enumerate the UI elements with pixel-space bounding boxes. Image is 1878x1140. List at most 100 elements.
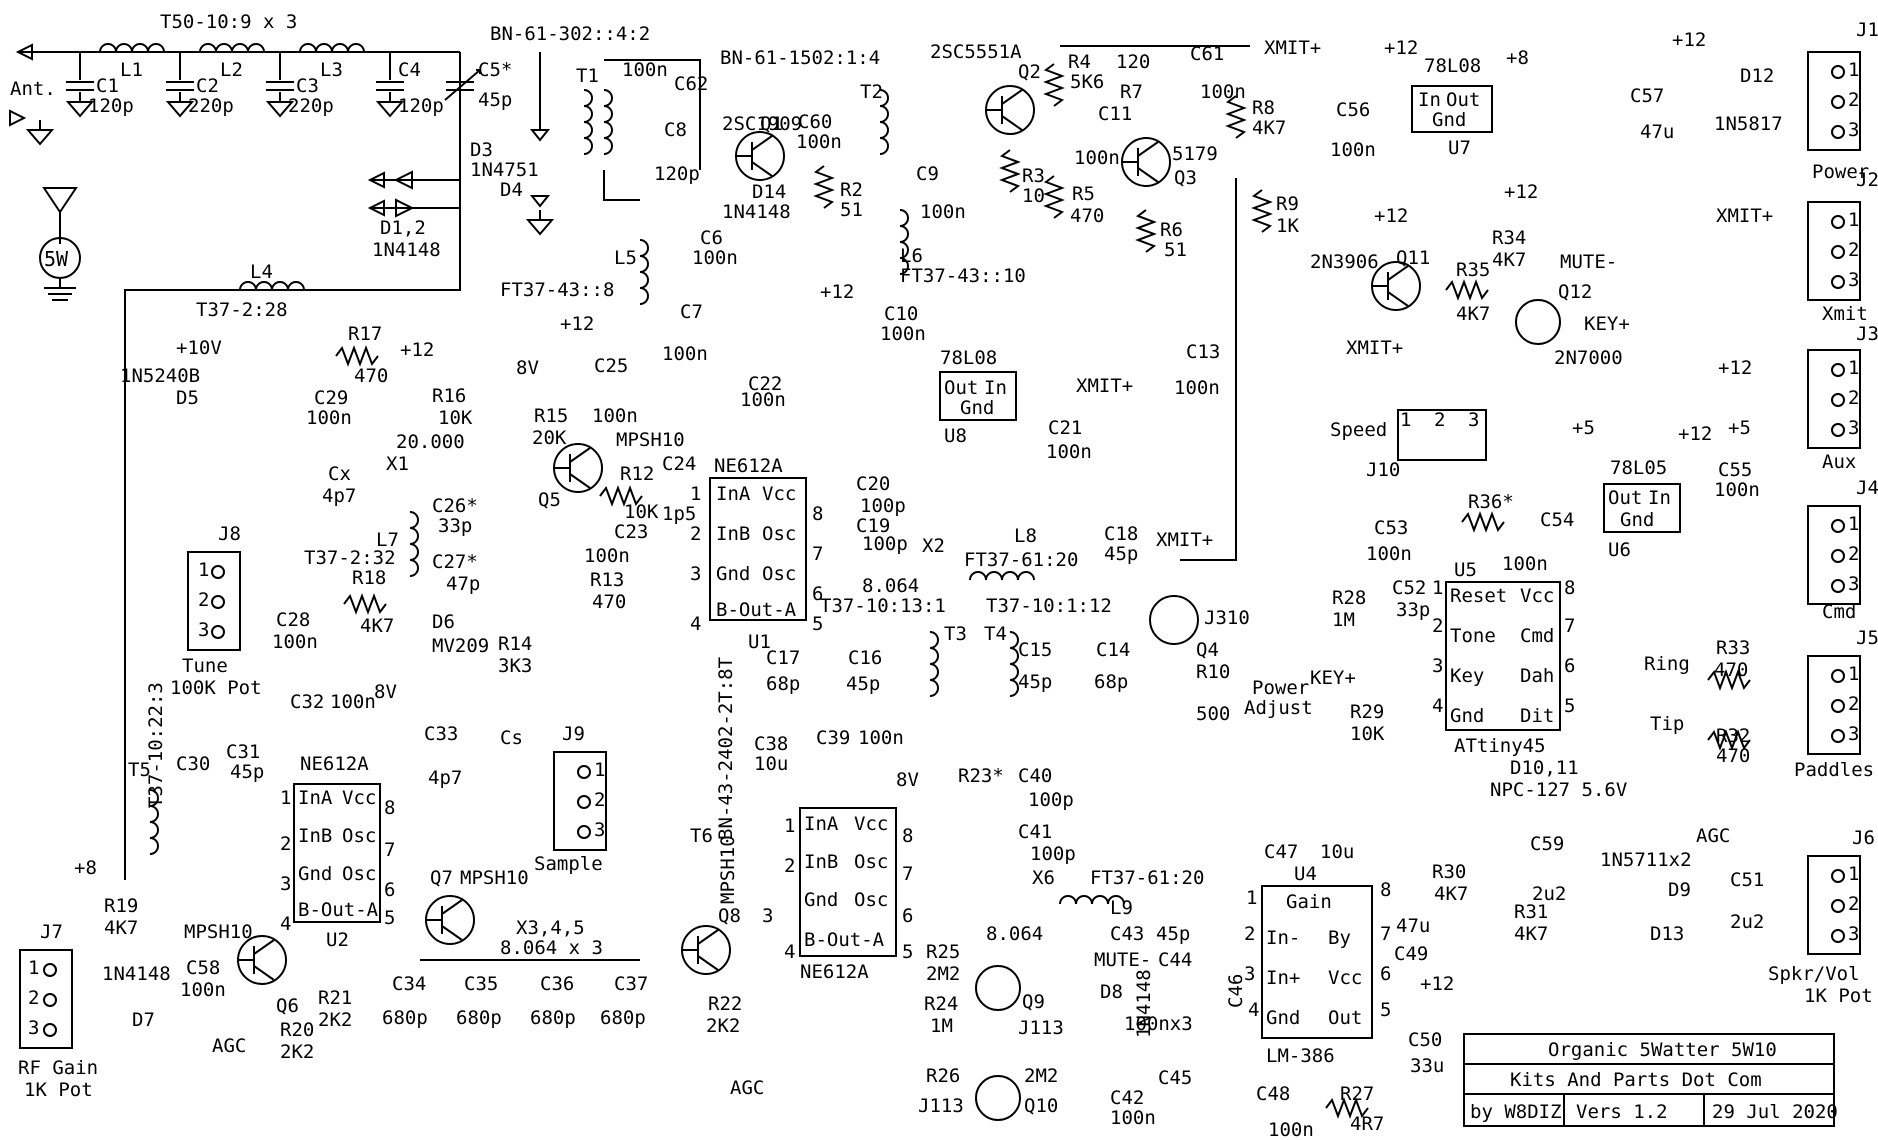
label-R26: R26 [926, 1065, 960, 1087]
title-J8: Tune [182, 655, 228, 677]
value-R32: 470 [1716, 745, 1750, 767]
label-R35: R35 [1456, 259, 1490, 281]
value-C59: 2u2 [1532, 883, 1566, 905]
label-R12: R12 [620, 463, 654, 485]
value-R3: 10 [1022, 185, 1045, 207]
label-C44: C44 [1158, 949, 1192, 971]
U5-reset: Reset [1450, 585, 1507, 607]
spec-L4: T37-2:28 [196, 299, 288, 321]
label-C56: C56 [1336, 99, 1370, 121]
label-T3: T3 [944, 623, 967, 645]
value-C53: 100n [1366, 543, 1412, 565]
label-R16: R16 [432, 385, 466, 407]
value-C27: 47p [446, 573, 480, 595]
label-D5: D5 [176, 387, 199, 409]
label-U4: U4 [1294, 863, 1317, 885]
U3-p5: 5 [902, 941, 913, 963]
value-C48: 100n [1268, 1119, 1314, 1140]
U2-osc2: Osc [342, 863, 376, 885]
U3-p7: 7 [902, 863, 913, 885]
value-D3: 1N4751 [470, 159, 539, 181]
value-C40: 100p [1028, 789, 1074, 811]
value-C42: 100n [1110, 1107, 1156, 1129]
J7-pin1: 1 [28, 957, 39, 979]
label-Q6: Q6 [276, 995, 299, 1017]
mcu-U5 [1445, 581, 1561, 731]
net-12v-i: +12 [1420, 973, 1454, 995]
label-C2: C2 [196, 75, 219, 97]
U2-p4: 4 [280, 913, 291, 935]
label-C23: C23 [614, 521, 648, 543]
value-R15: 20K [532, 427, 567, 449]
U1-osc1: Osc [762, 523, 796, 545]
U2-inb: InB [298, 825, 332, 847]
J9-pin2: 2 [594, 789, 605, 811]
spec-T1: BN-61-302::4:2 [490, 23, 650, 45]
label-C62: C62 [674, 73, 708, 95]
value-C38: 10u [754, 753, 788, 775]
J2-pin3: 3 [1848, 269, 1859, 291]
crystal-filter: X3,4,5 8.064 x 3 R21 2K2 C34 680p C35 68… [318, 657, 764, 1099]
label-L6: L6 [900, 245, 923, 267]
label-C14: C14 [1096, 639, 1130, 661]
net-5v-b: +5 [1572, 417, 1595, 439]
label-R10: R10 [1196, 661, 1230, 683]
sub-J6: 1K Pot [1804, 985, 1873, 1007]
label-C50: C50 [1408, 1029, 1442, 1051]
mute-section: +12 +12 2N3906 Q11 R35 4K7 R34 4K7 MUTE-… [1310, 169, 1878, 369]
label-Q11: Q11 [1396, 247, 1430, 269]
type-Q7: MPSH10 [460, 867, 529, 889]
label-C7: C7 [680, 301, 703, 323]
label-C13: C13 [1186, 341, 1220, 363]
label-J2: J2 [1856, 169, 1878, 191]
label-L1: L1 [120, 59, 143, 81]
U5-dit: Dit [1520, 705, 1554, 727]
connector-J3: 1 2 3 J3 Aux +12 +5 [1718, 323, 1878, 473]
net-xmit-c: XMIT+ [1716, 205, 1773, 227]
jfet-Q10 [975, 1075, 1021, 1121]
net-agc-c: AGC [1696, 825, 1730, 847]
U7-in: In [1418, 89, 1441, 111]
value-X345: 8.064 x 3 [500, 937, 603, 959]
value-D9: 1N5711x2 [1600, 849, 1692, 871]
value-C8: 120p [654, 163, 700, 185]
U4-p8: 8 [1380, 879, 1391, 901]
label-Q8: Q8 [718, 905, 741, 927]
net-12v-e: +12 [1374, 205, 1408, 227]
value-R12: 10K [624, 501, 659, 523]
connector-J2: 1 2 3 J2 Xmit [1807, 169, 1878, 325]
value-R29: 10K [1350, 723, 1385, 745]
label-C45: C45 [1158, 1067, 1192, 1089]
label-D9: D9 [1668, 879, 1691, 901]
label-C26: C26* [432, 495, 478, 517]
type-Q12: 2N7000 [1554, 347, 1623, 369]
label-C51: C51 [1730, 869, 1764, 891]
label-C57: C57 [1630, 85, 1664, 107]
label-R19: R19 [104, 895, 138, 917]
label-C28: C28 [276, 609, 310, 631]
type-U1: NE612A [714, 455, 783, 477]
power-adjust-2: Adjust [1244, 697, 1313, 719]
value-R21: 2K2 [318, 1009, 352, 1031]
title-J7: RF Gain [18, 1057, 98, 1079]
label-R25: R25 [926, 941, 960, 963]
value-C58: 100n [180, 979, 226, 1001]
value-R35: 4K7 [1456, 303, 1490, 325]
label-R31: R31 [1514, 901, 1548, 923]
label-L2: L2 [220, 59, 243, 81]
spec-L7: T37-2:32 [304, 547, 396, 569]
label-U6: U6 [1608, 539, 1631, 561]
label-D7: D7 [132, 1009, 155, 1031]
U5-p4: 4 [1432, 695, 1443, 717]
U8-out: Out [944, 377, 978, 399]
label-T2: T2 [860, 81, 883, 103]
keyer-section: Speed 1 2 3 J10 +5 R36* C53 100n C54 100… [1310, 409, 1878, 801]
net-xmit-d: XMIT+ [1076, 375, 1133, 397]
label-R30: R30 [1432, 861, 1466, 883]
net-12v-j: +12 [1678, 423, 1712, 445]
J1-pin1: 1 [1848, 59, 1859, 81]
J6-pin3: 3 [1848, 923, 1859, 945]
lpf-spec: T50-10:9 x 3 [160, 11, 297, 33]
label-X2: X2 [922, 535, 945, 557]
U1-p1: 1 [690, 483, 701, 505]
